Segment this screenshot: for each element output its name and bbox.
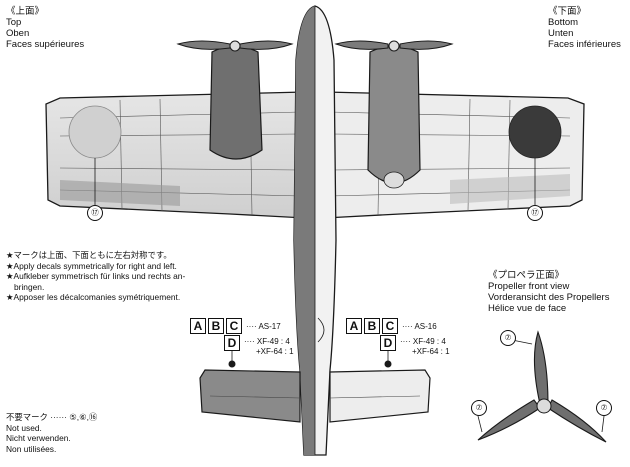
top-hinomaru — [68, 105, 122, 159]
propeller-callout-right: ⑦ — [596, 400, 612, 416]
paint-left-mix-1: ···· XF-49 : 4 — [244, 337, 290, 346]
bottom-view-right-nacelle — [367, 45, 421, 184]
propeller-view-line-de: Vorderansicht des Propellers — [488, 292, 610, 303]
top-view-tailplane — [199, 369, 301, 423]
not-used-title: 不要マーク ······ ⑤,⑥,⑯ — [6, 412, 98, 422]
symmetry-note-de-2: bringen. — [14, 281, 45, 292]
paint-right-boxes: A B C — [346, 318, 398, 334]
propeller-front-view — [477, 330, 607, 443]
bottom-view-line-en: Bottom — [548, 17, 579, 28]
top-view-title: 《上面》 — [6, 6, 45, 17]
not-used-line-en: Not used. — [6, 422, 42, 433]
bottom-view-line-de: Unten — [548, 28, 574, 39]
propeller-callout-left: ⑦ — [471, 400, 487, 416]
top-view-label: 《上面》 Top Oben Faces supérieures — [6, 6, 84, 50]
paint-right-mix-2: +XF-64 : 1 — [412, 347, 450, 356]
paint-right-mix: ···· XF-49 : 4 +XF-64 : 1 — [400, 337, 450, 357]
propeller-view-line-fr: Hélice vue de face — [488, 303, 567, 314]
propeller-view-label: 《プロペラ正面》 Propeller front view Vorderansi… — [488, 270, 628, 314]
paint-left-box-d: D — [224, 335, 240, 351]
top-view-line-de: Oben — [6, 28, 30, 39]
paint-left-boxes: A B C — [190, 318, 242, 334]
paint-right-letter-c: C — [382, 318, 398, 334]
paint-left-code: ···· AS-17 — [246, 322, 281, 331]
paint-right-letter-a: A — [346, 318, 362, 334]
top-view-line-fr: Faces supérieures — [6, 39, 85, 50]
paint-right-letter-d: D — [380, 335, 396, 351]
bottom-view-title: 《下面》 — [548, 6, 587, 17]
propeller-view-line-en: Propeller front view — [488, 281, 570, 292]
propeller-view-title: 《プロペラ正面》 — [488, 270, 565, 281]
propeller-callout-top: ⑦ — [500, 330, 516, 346]
paint-left-mix: ···· XF-49 : 4 +XF-64 : 1 — [244, 337, 294, 357]
paint-left-letter-a: A — [190, 318, 206, 334]
decal-callout-top: ⑰ — [87, 205, 103, 221]
paint-right-box-d: D — [380, 335, 396, 351]
symmetry-note-de-1: ★Aufkleber symmetrisch für links und rec… — [6, 271, 186, 282]
paint-right-code: ···· AS-16 — [402, 322, 437, 331]
paint-right-mix-1: ···· XF-49 : 4 — [400, 337, 446, 346]
bottom-view-label: 《下面》 Bottom Unten Faces inférieures — [548, 6, 621, 50]
symmetry-note: ★マークは上面、下面ともに左右対称です。 ★Apply decals symme… — [6, 250, 185, 303]
paint-left-mix-2: +XF-64 : 1 — [256, 347, 294, 356]
not-used-line-de: Nicht verwenden. — [6, 433, 71, 444]
paint-left-letter-d: D — [224, 335, 240, 351]
paint-left-letter-c: C — [226, 318, 242, 334]
symmetry-note-fr: ★Apposer les décalcomanies symétriquemen… — [6, 292, 181, 303]
decal-callout-bottom: ⑰ — [527, 205, 543, 221]
not-used-line-fr: Non utilisées. — [6, 443, 57, 454]
paint-left-letter-b: B — [208, 318, 224, 334]
top-view-line-en: Top — [6, 17, 22, 28]
top-view-left-nacelle — [209, 45, 263, 160]
bottom-hinomaru — [508, 105, 562, 159]
not-used-note: 不要マーク ······ ⑤,⑥,⑯ Not used. Nicht verwe… — [6, 412, 97, 454]
symmetry-note-en: ★Apply decals symmetrically for right an… — [6, 260, 177, 271]
paint-right-letter-b: B — [364, 318, 380, 334]
bottom-view-line-fr: Faces inférieures — [548, 39, 621, 50]
symmetry-note-jp: ★マークは上面、下面ともに左右対称です。 — [6, 250, 172, 260]
